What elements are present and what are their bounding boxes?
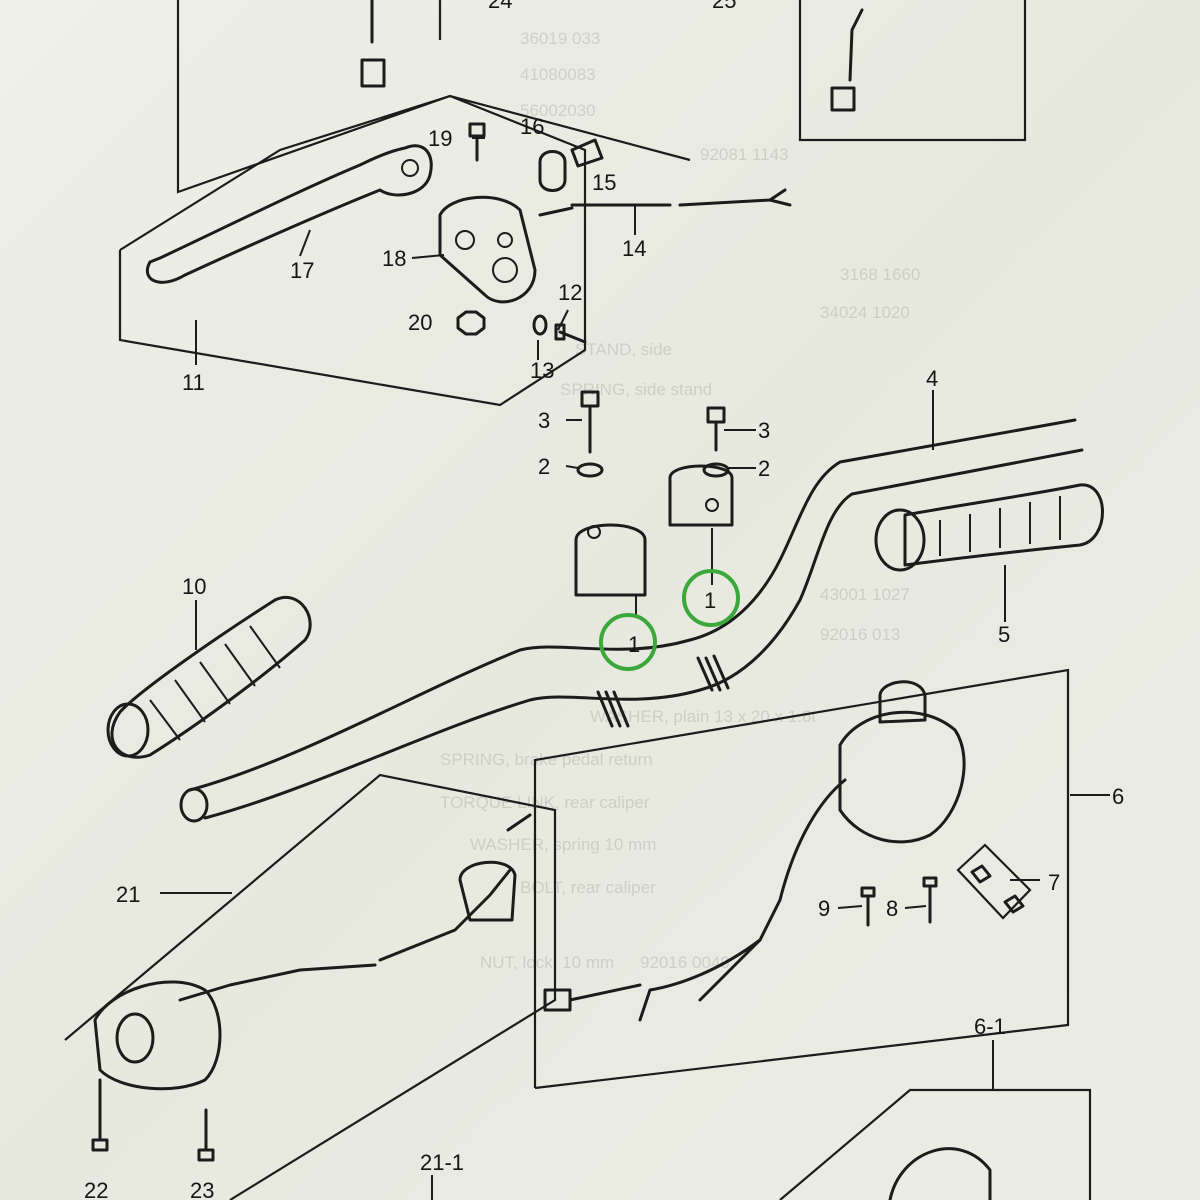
- callout-15: 15: [592, 170, 616, 195]
- callout-12: 12: [558, 280, 582, 305]
- callout-5: 5: [998, 622, 1010, 647]
- frame-upper-left: [176, 0, 691, 194]
- callout-22: 22: [84, 1178, 108, 1200]
- frame-6-1: [779, 1088, 1092, 1200]
- screw-8: [922, 876, 938, 924]
- ghost-text: WASHER, spring 10 mm: [470, 835, 656, 854]
- screw-9: [860, 886, 876, 927]
- callout-11: 11: [182, 370, 205, 395]
- ghost-text: 92016 013: [820, 625, 900, 644]
- frame-brake-lever-assembly: [118, 94, 587, 407]
- callout-18: 18: [382, 246, 406, 271]
- ghost-text: TORQUE LINK, rear caliper: [440, 793, 650, 812]
- ghost-text: 56002030: [520, 101, 596, 120]
- handlebar-holder-left: [574, 523, 647, 597]
- adjuster-knob: [538, 138, 604, 192]
- callout-8: 8: [886, 896, 898, 921]
- ghost-text: STAND, side: [575, 340, 672, 359]
- grip-left: [106, 596, 312, 759]
- callout-3-left: 3: [538, 408, 550, 433]
- callout-21: 21: [116, 882, 140, 907]
- callout-23: 23: [190, 1178, 214, 1200]
- callout-9: 9: [818, 896, 830, 921]
- callout-7: 7: [1048, 870, 1060, 895]
- frame-right-switch: [533, 668, 1070, 1090]
- left-switch-housing: [93, 813, 532, 1091]
- lever-bracket: [438, 195, 537, 304]
- screw-22: [91, 1078, 109, 1152]
- frame-upper-right: [798, 0, 1027, 142]
- frame-left-switch: [64, 773, 557, 1200]
- callout-2-left: 2: [538, 454, 550, 479]
- ghost-text: 92081 1143: [700, 145, 789, 164]
- highlight-ring-holder-right: [682, 569, 740, 627]
- handlebar-holder-right: [668, 464, 734, 527]
- right-switch-housing: [543, 680, 966, 1022]
- ghost-text: 3168 1660: [840, 265, 920, 284]
- switch-part-7: [956, 843, 1032, 920]
- leader-lines: [160, 137, 1110, 1200]
- callout-25: 25: [712, 0, 736, 13]
- callout-1-right: 1: [704, 588, 716, 613]
- highlight-ring-holder-left: [599, 613, 657, 671]
- callout-3-right: 3: [758, 418, 770, 443]
- bolt-19: [468, 122, 486, 162]
- callout-14: 14: [622, 236, 646, 261]
- brake-switch-cable: [538, 188, 792, 217]
- washer-13: [532, 314, 548, 336]
- ghost-text: BOLT, rear caliper: [520, 878, 656, 897]
- callout-6-1: 6-1: [974, 1014, 1006, 1039]
- brake-lever: [146, 144, 433, 284]
- callout-20: 20: [408, 310, 432, 335]
- highlight-rings: [599, 569, 740, 671]
- callout-19: 19: [428, 126, 452, 151]
- bolt-3-left: [580, 390, 600, 454]
- callout-6: 6: [1112, 784, 1124, 809]
- ghost-text-layer: 36019 033 41080083 56002030 92081 1143 3…: [440, 29, 920, 972]
- throttle-grip: [874, 483, 1104, 572]
- callout-24: 24: [488, 0, 512, 13]
- screw-23: [197, 1108, 215, 1162]
- ghost-text: 41080083: [520, 65, 596, 84]
- washer-2-right: [702, 462, 730, 478]
- ghost-text: SPRING, brake pedal return: [440, 750, 653, 769]
- nut-20: [456, 310, 486, 336]
- ghost-text: 34024 1020: [820, 303, 910, 322]
- bolt-3-right: [706, 406, 726, 452]
- callout-21-1: 21-1: [420, 1150, 464, 1175]
- fitting-top: [360, 0, 386, 88]
- washer-2-left: [576, 462, 604, 478]
- callout-17: 17: [290, 258, 314, 283]
- callout-10: 10: [182, 574, 206, 599]
- ghost-text: NUT, lock, 10 mm: [480, 953, 614, 972]
- callout-4: 4: [926, 366, 938, 391]
- ghost-text: 43001 1027: [820, 585, 910, 604]
- callout-16: 16: [520, 114, 544, 139]
- switch-housing-6-1: [888, 1147, 992, 1200]
- callout-labels: 24 25 19 16 15 14 17 18 12 20 13 11 3 3 …: [84, 0, 1124, 1200]
- callout-2-right: 2: [758, 456, 770, 481]
- bolt-12: [554, 323, 587, 344]
- ghost-text: 36019 033: [520, 29, 600, 48]
- callout-13: 13: [530, 358, 554, 383]
- callout-1-left: 1: [628, 632, 640, 657]
- handlebar: [179, 418, 1084, 823]
- ghost-text: 92016 0049: [640, 953, 730, 972]
